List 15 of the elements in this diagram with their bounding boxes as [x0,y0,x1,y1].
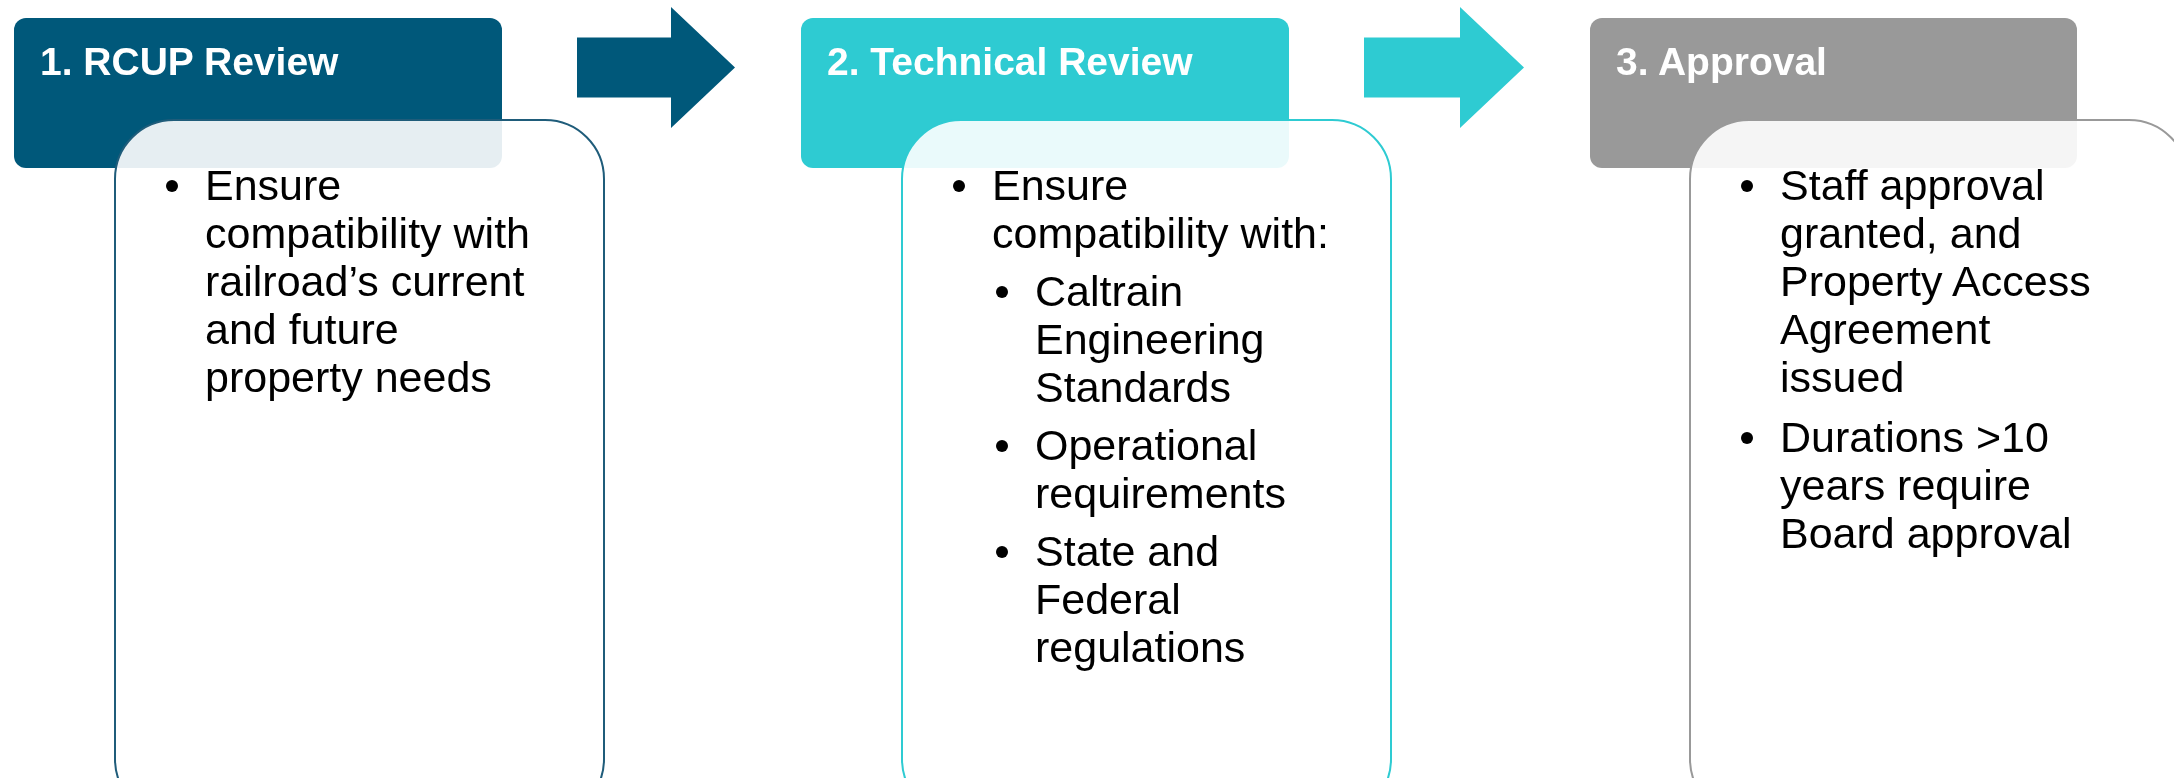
block-arrow [1364,7,1524,128]
step-title: 2. Technical Review [827,40,1193,84]
step-card [901,119,1392,778]
bullet-text: Staff approval granted, and Property Access Agreement issued [1737,161,2117,401]
bullet-text: Operational requirements [992,421,1334,517]
step-title: 1. RCUP Review [40,40,339,84]
bullet-text: Caltrain Engineering Standards [992,267,1334,411]
bullet-text: State and Federal regulations [992,527,1334,671]
block-arrow [577,7,735,128]
step-card [1689,119,2174,778]
bullet-text: Ensure compatibility with: [949,161,1334,257]
bullet-text: Durations >10 years require Board approval [1737,413,2117,557]
bullet-text: Ensure compatibility with railroad’s current and future property needs [162,161,547,401]
step-card [114,119,605,778]
step-title: 3. Approval [1616,40,1827,84]
